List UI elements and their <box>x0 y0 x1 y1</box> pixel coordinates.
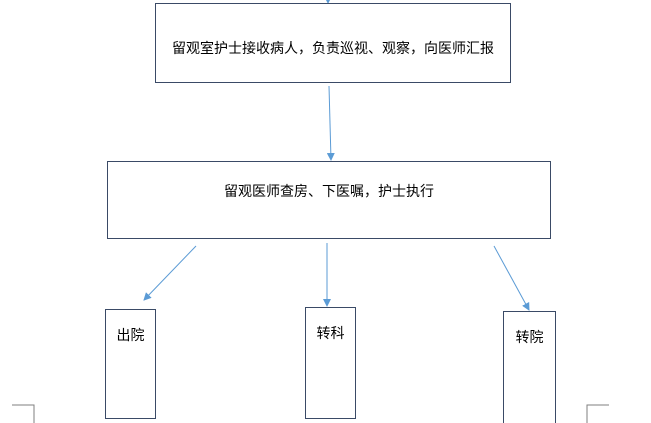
corner-mark-left <box>12 404 35 423</box>
discharge-node-label: 出院 <box>116 328 145 344</box>
intake-node-label: 留观室护士接收病人，负责巡视、观察，向医师汇报 <box>172 41 494 57</box>
transfer-hospital-node: 转院 <box>503 311 556 423</box>
intake-node: 留观室护士接收病人，负责巡视、观察，向医师汇报 <box>155 3 511 83</box>
arrow-rounds-to-transfer-hospital <box>493 245 530 311</box>
arrow-rounds-to-discharge <box>143 245 197 301</box>
rounds-node: 留观医师查房、下医嘱，护士执行 <box>107 161 551 239</box>
arrow-intake-to-rounds <box>326 85 335 161</box>
transfer-department-node: 转科 <box>305 307 356 419</box>
transfer-department-node-label: 转科 <box>316 326 345 342</box>
rounds-node-label: 留观医师查房、下医嘱，护士执行 <box>224 184 434 200</box>
transfer-hospital-node-label: 转院 <box>515 330 544 346</box>
discharge-node: 出院 <box>105 309 156 419</box>
corner-mark-right <box>586 404 609 423</box>
